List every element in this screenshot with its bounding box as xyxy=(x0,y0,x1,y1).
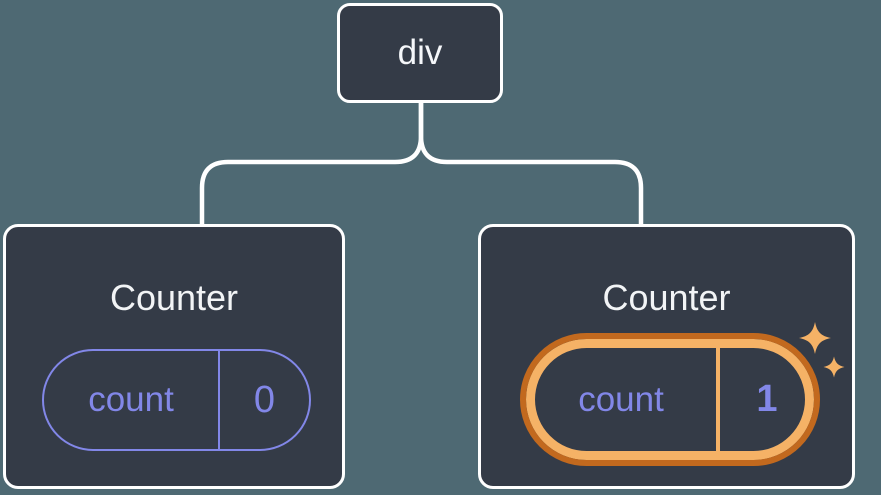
counter-node-left: Counter count 0 xyxy=(3,224,345,489)
state-pill: count 0 xyxy=(42,349,311,451)
state-pill-divider xyxy=(716,339,720,460)
state-pill-key-cell: count xyxy=(44,351,220,449)
state-key-label: count xyxy=(88,380,174,419)
state-pill-key-cell: count xyxy=(526,339,716,460)
state-value: 1 xyxy=(756,378,778,420)
counter-node-right: Counter count 1 xyxy=(478,224,855,489)
state-pill-value-cell: 0 xyxy=(220,351,309,449)
counter-node-title: Counter xyxy=(602,277,731,318)
sparkles-icon xyxy=(799,322,845,378)
state-key-label: count xyxy=(578,379,664,419)
state-value: 0 xyxy=(253,378,276,421)
root-node-label: div xyxy=(397,33,443,72)
state-pill-value-cell: 1 xyxy=(720,339,814,460)
root-node-div: div xyxy=(337,3,503,103)
counter-node-title: Counter xyxy=(109,277,239,318)
state-pill-highlighted: count 1 xyxy=(520,333,820,466)
